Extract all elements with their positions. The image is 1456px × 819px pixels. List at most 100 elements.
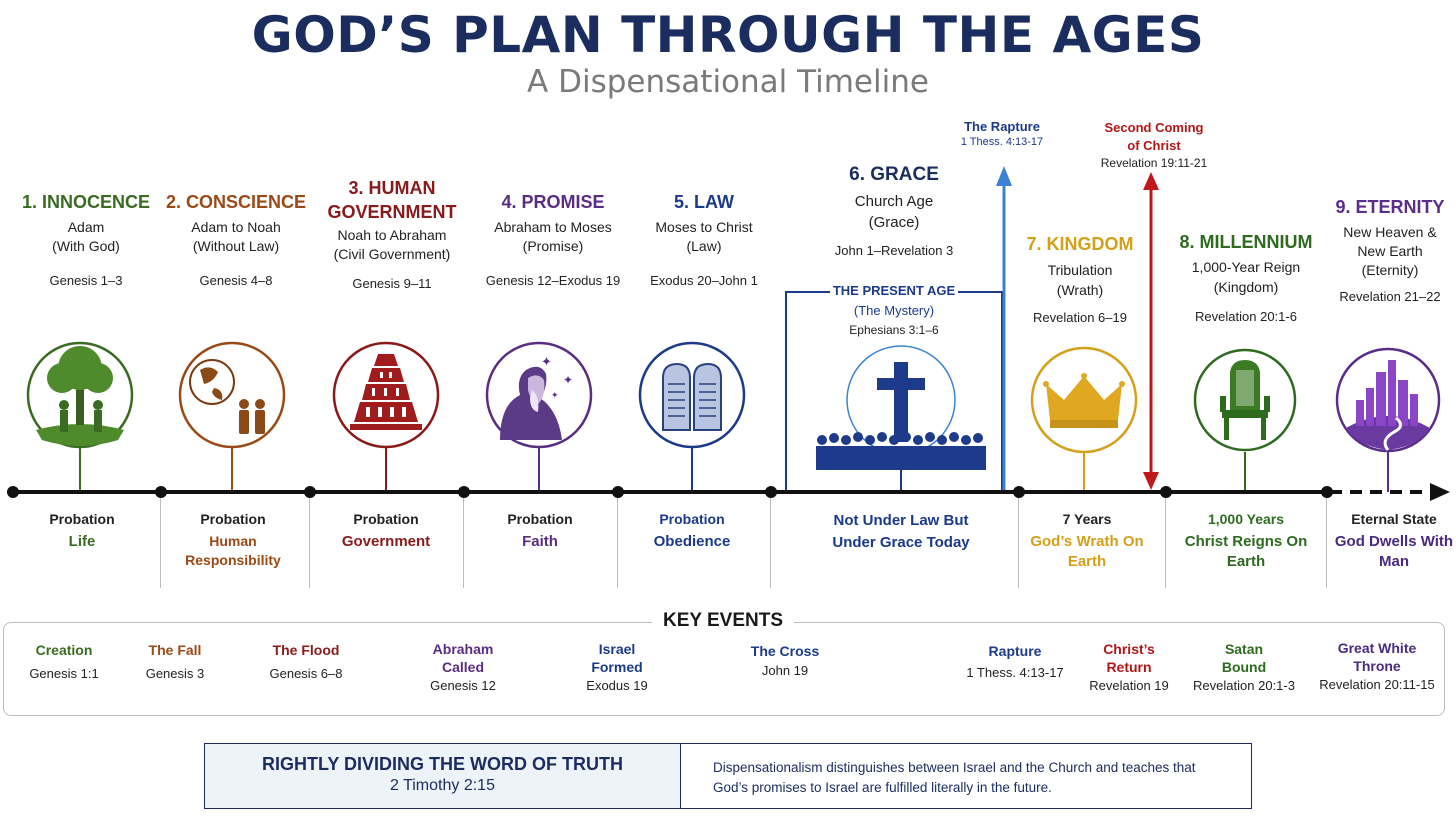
test-value: Government [341, 533, 431, 550]
cross-church-icon [816, 345, 986, 470]
test-value: Faith [522, 533, 558, 550]
church-crowd [816, 432, 986, 470]
key-event-name-2: Return [1106, 659, 1152, 675]
key-event-name: Rapture [988, 643, 1042, 659]
key-event-name: Creation [35, 642, 93, 658]
dispensation-period: Abraham to Moses [494, 219, 612, 235]
section-divider [1165, 498, 1166, 588]
dispensation-period: New Heaven & [1343, 224, 1437, 240]
dispensation-ref: John 1–Revelation 3 [834, 243, 954, 258]
dispensation-ref: Exodus 20–John 1 [650, 273, 758, 288]
crown-icon [1030, 346, 1138, 454]
page-subtitle: A Dispensational Timeline [527, 64, 929, 100]
second-coming-ref: Revelation 19:11-21 [1100, 156, 1208, 170]
dispensation-6-test: Not Under Law But Under Grace Today [826, 510, 976, 554]
key-event-ref: Revelation 20:11-15 [1319, 677, 1435, 692]
dispensation-heading: 4. PROMISE [501, 192, 605, 212]
dispensation-subtitle: (Law) [686, 238, 722, 254]
dispensation-period: Tribulation [1047, 262, 1113, 278]
key-event-item: The Cross John 19 [725, 642, 845, 680]
dispensation-ref: Genesis 12–Exodus 19 [485, 273, 621, 288]
test-label: Eternal State [1351, 511, 1437, 527]
dispensation-subtitle-2: (Eternity) [1361, 262, 1419, 278]
key-event-item: Satan Bound Revelation 20:1-3 [1184, 640, 1304, 695]
key-event-name-2: Bound [1221, 659, 1267, 675]
key-event-name-2: Formed [591, 659, 643, 675]
section-divider [309, 498, 310, 588]
dispensation-subtitle: New Earth [1357, 243, 1423, 259]
second-coming-arrowhead-bottom [1143, 472, 1159, 490]
dispensation-heading: 8. MILLENNIUM [1179, 232, 1313, 252]
dispensation-heading: 5. LAW [673, 192, 734, 212]
dispensation-ref: Genesis 4–8 [199, 273, 273, 288]
section-divider [1326, 498, 1327, 588]
key-event-ref: Exodus 19 [586, 678, 648, 693]
key-event-item: The Flood Genesis 6–8 [246, 641, 366, 683]
dispensation-9-test: Eternal State God Dwells With Man [1332, 511, 1456, 572]
key-event-name: Christ’s [1103, 641, 1155, 657]
second-coming-title-2: of Christ [1127, 138, 1181, 153]
dispensation-3-header: 3. HUMAN GOVERNMENT Noah to Abraham (Civ… [312, 176, 472, 291]
dispensation-heading: 1. INNOCENCE [21, 192, 151, 212]
test-label: Probation [200, 511, 266, 527]
dispensation-4-header: 4. PROMISE Abraham to Moses (Promise) Ge… [470, 190, 636, 288]
dispensation-period: Church Age [854, 193, 934, 210]
footer-left-panel: RIGHTLY DIVIDING THE WORD OF TRUTH 2 Tim… [205, 744, 681, 808]
key-event-name-2: Called [441, 659, 484, 675]
dispensation-5-header: 5. LAW Moses to Christ (Law) Exodus 20–J… [624, 190, 784, 288]
present-age-subtitle: (The Mystery) [853, 303, 935, 318]
dispensation-subtitle: (Promise) [522, 238, 584, 254]
dispensation-subtitle: (With God) [52, 238, 120, 254]
footer-ref: 2 Timothy 2:15 [390, 777, 495, 794]
test-value: Human Responsibility [185, 533, 281, 568]
footer-box: RIGHTLY DIVIDING THE WORD OF TRUTH 2 Tim… [204, 743, 1252, 809]
key-event-ref: John 19 [761, 663, 809, 678]
timeline-nodes [7, 486, 1333, 498]
dispensation-heading: 3. HUMAN GOVERNMENT [327, 178, 457, 222]
globe-couple-icon [178, 341, 286, 449]
dispensation-subtitle: (Wrath) [1056, 282, 1104, 298]
tower-of-babel-icon [332, 341, 440, 449]
key-event-item: Abraham Called Genesis 12 [403, 640, 523, 695]
test-value: Life [68, 533, 96, 550]
second-coming-arrowhead-top [1143, 172, 1159, 190]
key-event-item: Israel Formed Exodus 19 [557, 640, 677, 695]
key-event-name-2: Throne [1353, 658, 1401, 674]
key-events-title: KEY EVENTS [652, 610, 794, 632]
test-value: Not Under Law But Under Grace Today [832, 512, 970, 551]
dispensation-ref: Genesis 9–11 [352, 276, 432, 291]
dispensation-subtitle: (Grace) [868, 214, 920, 231]
dispensation-9-header: 9. ETERNITY New Heaven & New Earth (Eter… [1320, 195, 1456, 304]
key-event-item: The Fall Genesis 3 [125, 641, 225, 683]
second-coming-title: Second Coming [1104, 120, 1204, 135]
dispensation-ref: Genesis 1–3 [49, 273, 123, 288]
svg-text:✦: ✦ [541, 355, 552, 370]
key-event-item: Great White Throne Revelation 20:11-15 [1314, 639, 1440, 694]
rapture-title: The Rapture [964, 119, 1040, 134]
test-value: God Dwells With Man [1334, 533, 1454, 570]
key-event-item: Christ’s Return Revelation 19 [1074, 640, 1184, 695]
dispensation-subtitle: (Without Law) [192, 238, 280, 254]
abraham-stars-icon: ✦ ✦ ✦ [485, 341, 593, 449]
key-event-ref: 1 Thess. 4:13-17 [966, 665, 1064, 680]
test-label: Probation [507, 511, 573, 527]
dispensation-6-header: 6. GRACE Church Age (Grace) John 1–Revel… [804, 163, 984, 258]
dispensation-period: Moses to Christ [655, 219, 753, 235]
dispensation-1-header: 1. INNOCENCE Adam (With God) Genesis 1–3 [6, 190, 166, 288]
circle-stems [79, 447, 1389, 492]
dispensation-heading: 6. GRACE [849, 164, 939, 185]
present-age-title: THE PRESENT AGE [832, 283, 956, 298]
key-event-name: Israel [598, 641, 636, 657]
dispensation-4-test: Probation Faith [470, 511, 610, 552]
test-label: 7 Years [1062, 511, 1112, 527]
present-age-label: THE PRESENT AGE (The Mystery) Ephesians … [820, 281, 968, 339]
new-jerusalem-icon [1335, 347, 1441, 453]
test-label: Probation [49, 511, 115, 527]
test-value: Obedience [653, 533, 731, 550]
dispensation-5-test: Probation Obedience [622, 511, 762, 552]
dispensation-period: Noah to Abraham [337, 227, 447, 243]
present-age-bracket [785, 291, 830, 492]
key-event-ref: Genesis 6–8 [269, 666, 343, 681]
dispensation-7-test: 7 Years God’s Wrath On Earth [1024, 511, 1150, 572]
svg-text:✦: ✦ [551, 391, 559, 401]
